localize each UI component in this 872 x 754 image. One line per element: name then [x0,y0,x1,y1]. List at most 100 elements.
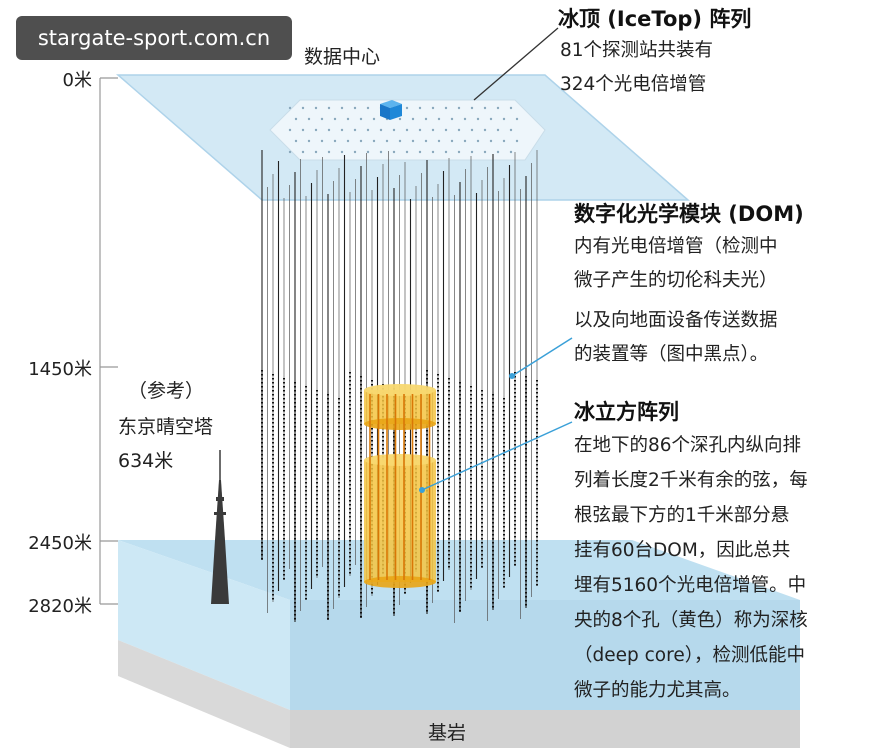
icetop-station-dot [457,128,461,132]
icetop-station-dot [385,139,389,143]
icetop-station-dot [366,128,370,132]
dom-pointer [511,337,573,377]
icetop-station-dot [314,106,318,110]
icetop-line-2: 324个光电倍增管 [560,74,707,95]
deep-ice-front-face [118,540,290,710]
icetop-station-dot [353,150,357,154]
icetop-station-dot [405,150,409,154]
icetop-station-dot [444,128,448,132]
icetop-station-dot [424,117,428,121]
depth-label-2450: 2450米 [28,533,92,554]
icetop-station-dot [346,117,350,121]
icetop-station-dot [424,139,428,143]
icetop-station-dot [301,150,305,154]
icetop-station-dot [405,106,409,110]
icetop-station-dot [431,128,435,132]
icetop-station-dot [431,106,435,110]
icetop-station-dot [483,128,487,132]
icetop-station-dot [398,117,402,121]
deep-core-lower [364,454,436,588]
dom-pointer-dot [509,373,515,379]
icetop-station-dot [359,117,363,121]
data-center-icon [380,100,402,120]
icecube-title: 冰立方阵列 [574,400,679,424]
icetop-station-dot [320,139,324,143]
icecube-line-8: 微子的能力尤其高。 [574,680,741,701]
deep-ice-side-face [290,600,800,710]
icetop-station-dot [515,117,519,121]
icetop-station-dot [307,117,311,121]
icetop-station-dot [509,128,513,132]
icetop-station-dot [489,117,493,121]
icetop-station-dot [307,139,311,143]
icetop-station-dot [353,106,357,110]
tower-line-1: （参考） [128,380,205,402]
icetop-station-dot [411,139,415,143]
icecube-line-3: 根弦最下方的1千米部分悬 [574,505,790,526]
icetop-station-dot [314,128,318,132]
icetop-station-dot [346,139,350,143]
icetop-station-dot [372,139,376,143]
icetop-station-dot [463,117,467,121]
icetop-station-dot [444,106,448,110]
icetop-station-dot [476,117,480,121]
icetop-station-dot [457,106,461,110]
icecube-line-2: 列着长度2千米有余的弦，每 [574,470,808,491]
tower-line-3: 634米 [118,450,174,472]
icetop-station-dot [340,106,344,110]
icetop-station-dot [437,139,441,143]
icetop-station-dot [431,150,435,154]
icetop-station-dot [502,117,506,121]
icetop-station-dot [392,150,396,154]
icetop-station-dot [398,139,402,143]
dom-line-4: 的装置等（图中黑点）。 [574,344,769,365]
dom-line-2: 微子产生的切伦科夫光） [574,270,778,291]
icetop-station-dot [359,139,363,143]
icetop-station-dot [288,106,292,110]
icetop-station-dot [320,117,324,121]
bedrock-label-bg [290,710,800,748]
icetop-station-dot [509,106,513,110]
icecube-line-1: 在地下的86个深孔内纵向排 [574,435,802,456]
deep-core-upper [364,384,436,430]
icetop-station-dot [483,106,487,110]
icetop-station-dot [450,117,454,121]
icetop-station-dot [379,150,383,154]
icetop-station-dot [470,150,474,154]
icetop-station-dot [515,139,519,143]
icetop-station-dot [418,128,422,132]
icetop-station-dot [457,150,461,154]
icetop-station-dot [333,139,337,143]
icetop-stations [288,106,519,154]
icetop-station-dot [353,128,357,132]
icecube-line-4: 挂有60台DOM，因此总共 [574,540,791,561]
icecube-line-5: 埋有5160个光电倍增管。中 [574,575,807,596]
bedrock-front-face [118,640,290,748]
icetop-station-dot [340,150,344,154]
icetop-station-dot [496,128,500,132]
icetop-station-dot [450,139,454,143]
icetop-station-dot [288,128,292,132]
icetop-station-dot [366,150,370,154]
icetop-station-dot [294,139,298,143]
icetop-station-dot [340,128,344,132]
icetop-station-dot [288,150,292,154]
data-center-label: 数据中心 [304,46,381,68]
icetop-station-dot [301,128,305,132]
icetop-station-dot [418,106,422,110]
dom-title: 数字化光学模块 (DOM) [574,202,804,226]
icetop-station-dot [327,150,331,154]
icetop-station-dot [502,139,506,143]
icetop-station-dot [444,150,448,154]
tower-line-2: 东京晴空塔 [118,416,214,438]
icetop-pointer [473,27,559,101]
dom-line-1: 内有光电倍增管（检测中 [574,236,778,257]
icetop-station-dot [411,117,415,121]
detector-strings [261,150,538,623]
icecube-pointer [421,421,573,491]
icetop-station-dot [333,117,337,121]
icetop-station-dot [405,128,409,132]
icetop-station-dot [392,128,396,132]
dom-line-3: 以及向地面设备传送数据 [574,310,778,331]
icecube-line-7: （deep core），检测低能中 [574,645,805,666]
